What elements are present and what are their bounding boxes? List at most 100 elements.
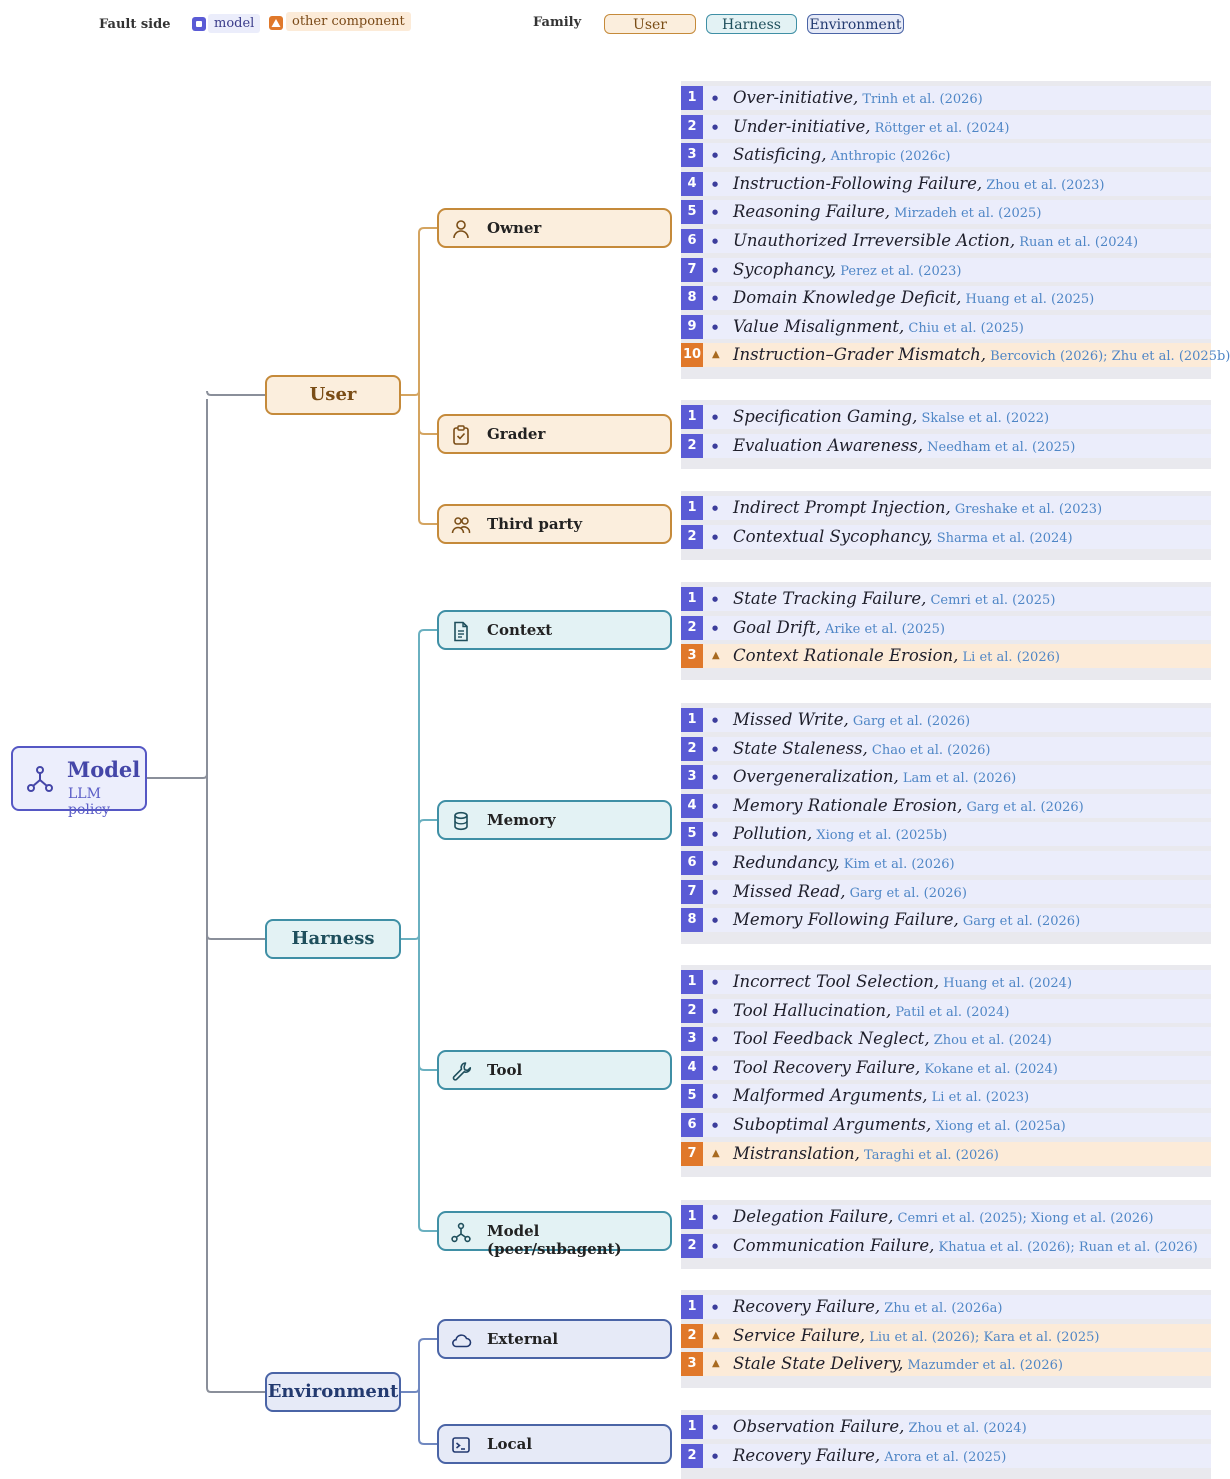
failure-mode-name: Evaluation Awareness, <box>733 435 924 455</box>
other-component-marker: ▲ <box>712 1358 720 1370</box>
model-marker: ● <box>712 94 719 102</box>
citation-link[interactable]: Cemri et al. (2025) <box>926 593 1056 608</box>
item-number-badge: 2 <box>681 433 703 458</box>
citation-link[interactable]: Chiu et al. (2025) <box>904 320 1024 336</box>
citation-link[interactable]: Chao et al. (2026) <box>867 742 991 758</box>
citation-link[interactable]: Liu et al. (2026); Kara et al. (2025) <box>865 1329 1100 1345</box>
citation-link[interactable]: Kokane et al. (2024) <box>920 1061 1058 1077</box>
citation-link[interactable]: Greshake et al. (2023) <box>950 502 1103 517</box>
citation-link[interactable]: Röttger et al. (2024) <box>870 120 1010 136</box>
legend-other-swatch <box>269 16 283 30</box>
item-text: Recovery Failure, Arora et al. (2025) <box>733 1444 1006 1470</box>
other-component-marker: ▲ <box>712 650 720 662</box>
failure-mode-name: Overgeneralization, <box>733 767 899 787</box>
subcategory-label: Context <box>487 621 553 639</box>
failure-mode-name: Missed Write, <box>733 710 849 729</box>
item-number-badge: 1 <box>681 86 703 110</box>
item-text: Value Misalignment, Chiu et al. (2025) <box>733 315 1024 341</box>
citation-link[interactable]: Xiong et al. (2025b) <box>812 828 948 844</box>
other-component-marker: ▲ <box>712 1147 720 1159</box>
item-text: Context Rationale Erosion, Li et al. (20… <box>733 644 1060 670</box>
failure-mode-item: 1●Observation Failure, Zhou et al. (2024… <box>681 1415 1211 1439</box>
citation-link[interactable]: Zhu et al. (2026a) <box>880 1301 1003 1316</box>
failure-mode-name: Sycophancy, <box>733 259 837 279</box>
citation-link[interactable]: Garg et al. (2026) <box>958 914 1081 930</box>
failure-mode-item: 3●Overgeneralization, Lam et al. (2026) <box>681 765 1211 790</box>
failure-mode-list: 1●Indirect Prompt Injection, Greshake et… <box>681 491 1211 561</box>
item-number-badge: 3 <box>681 1027 703 1052</box>
citation-link[interactable]: Cemri et al. (2025); Xiong et al. (2026) <box>893 1211 1154 1226</box>
item-number-badge: 1 <box>681 496 703 520</box>
citation-link[interactable]: Anthropic (2026c) <box>826 149 951 165</box>
item-text: Observation Failure, Zhou et al. (2024) <box>733 1415 1027 1441</box>
failure-mode-item: 7●Sycophancy, Perez et al. (2023) <box>681 257 1211 282</box>
citation-link[interactable]: Bercovich (2026); Zhu et al. (2025b) <box>985 349 1230 365</box>
item-text: Missed Write, Garg et al. (2026) <box>733 708 970 734</box>
citation-link[interactable]: Khatua et al. (2026); Ruan et al. (2026) <box>934 1239 1198 1255</box>
failure-mode-item: 1●Recovery Failure, Zhu et al. (2026a) <box>681 1295 1211 1319</box>
item-number-badge: 2 <box>681 114 703 139</box>
subcategory-owner: Owner <box>437 208 672 248</box>
citation-link[interactable]: Garg et al. (2026) <box>962 799 1084 815</box>
model-marker: ● <box>712 504 719 512</box>
citation-link[interactable]: Li et al. (2023) <box>927 1090 1030 1106</box>
family-connector <box>206 390 265 396</box>
item-number-badge: 9 <box>681 314 703 339</box>
failure-mode-item: 1●Over-initiative, Trinh et al. (2026) <box>681 86 1211 110</box>
subcategory-memory: Memory <box>437 800 672 840</box>
item-number-badge: 2 <box>681 615 703 640</box>
citation-link[interactable]: Perez et al. (2023) <box>836 263 962 279</box>
citation-link[interactable]: Huang et al. (2025) <box>961 292 1095 308</box>
failure-mode-item: 4●Instruction-Following Failure, Zhou et… <box>681 171 1211 196</box>
citation-link[interactable]: Garg et al. (2026) <box>845 885 967 901</box>
citation-link[interactable]: Needham et al. (2025) <box>923 439 1076 455</box>
subcategory-label: Local <box>487 1435 533 1453</box>
citation-link[interactable]: Lam et al. (2026) <box>898 771 1017 787</box>
model-marker: ● <box>712 716 719 724</box>
subcategory-tool: Tool <box>437 1050 672 1090</box>
citation-link[interactable]: Sharma et al. (2024) <box>932 530 1073 546</box>
item-text: State Staleness, Chao et al. (2026) <box>733 737 990 763</box>
item-number-badge: 5 <box>681 200 703 225</box>
item-text: Recovery Failure, Zhu et al. (2026a) <box>733 1295 1002 1321</box>
citation-link[interactable]: Arike et al. (2025) <box>820 621 945 637</box>
item-number-badge: 2 <box>681 524 703 549</box>
citation-link[interactable]: Skalse et al. (2022) <box>917 411 1050 426</box>
citation-link[interactable]: Ruan et al. (2024) <box>1015 235 1139 250</box>
citation-link[interactable]: Mazumder et al. (2026) <box>903 1358 1063 1374</box>
citation-link[interactable]: Zhou et al. (2023) <box>982 177 1105 193</box>
family-connector <box>206 934 265 940</box>
model-marker: ● <box>712 1423 719 1431</box>
failure-mode-list: 1●Over-initiative, Trinh et al. (2026)2●… <box>681 81 1230 379</box>
legend-family-user: User <box>604 14 696 34</box>
subcategory-context: Context <box>437 610 672 650</box>
item-number-badge: 4 <box>681 1055 703 1080</box>
failure-mode-item: 2●Communication Failure, Khatua et al. (… <box>681 1233 1211 1258</box>
failure-mode-item: 2 ● Evaluation Awareness, Needham et al. (… <box>681 433 1211 458</box>
failure-mode-name: State Staleness, <box>733 738 868 758</box>
citation-link[interactable]: Arora et al. (2025) <box>880 1449 1007 1465</box>
model-marker: ● <box>712 1035 719 1044</box>
failure-mode-name: Missed Read, <box>733 881 846 901</box>
item-text: Instruction–Grader Mismatch, Bercovich (… <box>733 343 1230 369</box>
failure-mode-item: 8●Domain Knowledge Deficit, Huang et al.… <box>681 286 1211 311</box>
item-text: Tool Feedback Neglect, Zhou et al. (2024… <box>733 1027 1052 1053</box>
citation-link[interactable]: Xiong et al. (2025a) <box>931 1119 1066 1134</box>
citation-link[interactable]: Garg et al. (2026) <box>848 714 971 729</box>
model-marker: ● <box>712 122 719 131</box>
citation-link[interactable]: Trinh et al. (2026) <box>858 92 983 107</box>
citation-link[interactable]: Kim et al. (2026) <box>839 857 955 872</box>
citation-link[interactable]: Zhou et al. (2024) <box>904 1421 1027 1436</box>
item-text: Memory Rationale Erosion, Garg et al. (2… <box>733 794 1084 820</box>
model-marker: ● <box>712 441 719 450</box>
failure-mode-name: State Tracking Failure, <box>733 589 927 608</box>
failure-mode-item: 7●Missed Read, Garg et al. (2026) <box>681 879 1211 904</box>
citation-link[interactable]: Zhou et al. (2024) <box>929 1033 1052 1049</box>
citation-link[interactable]: Li et al. (2026) <box>958 650 1060 666</box>
citation-link[interactable]: Mirzadeh et al. (2025) <box>890 206 1042 222</box>
legend-fault-side-label: Fault side <box>99 17 171 32</box>
failure-mode-item: 1●Missed Write, Garg et al. (2026) <box>681 708 1211 732</box>
citation-link[interactable]: Patil et al. (2024) <box>891 1004 1010 1020</box>
citation-link[interactable]: Taraghi et al. (2026) <box>859 1147 999 1163</box>
citation-link[interactable]: Huang et al. (2024) <box>939 976 1073 991</box>
